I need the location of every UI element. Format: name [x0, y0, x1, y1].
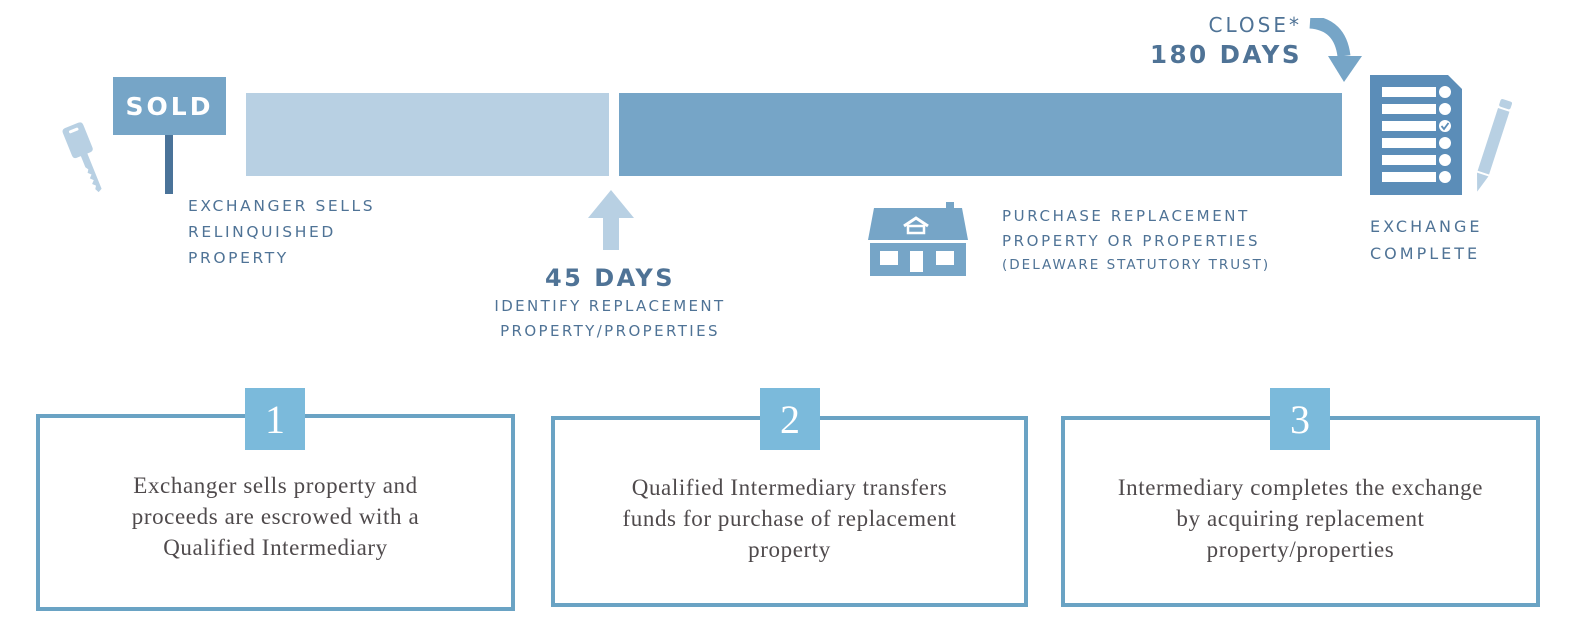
- complete-caption: EXCHANGE COMPLETE: [1370, 213, 1483, 267]
- sold-sign: SOLD: [113, 77, 226, 135]
- milestone-45-days-label: 45 DAYS: [544, 264, 676, 292]
- complete-caption-line: EXCHANGE: [1370, 217, 1483, 236]
- step-description: Intermediary completes the exchange by a…: [1065, 472, 1536, 565]
- step-number-badge-1: 1: [245, 388, 305, 450]
- pencil-icon: [1477, 99, 1512, 192]
- start-caption-line: PROPERTY: [188, 249, 289, 267]
- close-label: CLOSE*: [1208, 13, 1302, 37]
- start-caption-line: EXCHANGER SELLS: [188, 197, 376, 215]
- step-number: 1: [265, 396, 285, 442]
- sold-sign-post: [165, 135, 173, 194]
- step-line: Exchanger sells property and: [133, 473, 418, 498]
- step-line: by acquiring replacement: [1176, 506, 1425, 531]
- start-caption: EXCHANGER SELLS RELINQUISHED PROPERTY: [188, 193, 375, 271]
- purchase-caption-line: (DELAWARE STATUTORY TRUST): [1002, 257, 1271, 273]
- step-description: Qualified Intermediary transfers funds f…: [555, 472, 1024, 565]
- start-caption-line: RELINQUISHED: [188, 223, 336, 241]
- purchase-caption: PURCHASE REPLACEMENT PROPERTY OR PROPERT…: [1002, 204, 1270, 276]
- complete-caption-line: COMPLETE: [1370, 244, 1481, 263]
- identification-period-bar: [246, 93, 609, 176]
- close-milestone: CLOSE* 180 DAYS: [1130, 12, 1302, 72]
- up-arrow-icon: [588, 190, 634, 250]
- step-number: 3: [1290, 396, 1310, 442]
- step-line: Intermediary completes the exchange: [1117, 475, 1484, 500]
- step-number-badge-2: 2: [760, 388, 820, 450]
- step-card-3: Intermediary completes the exchange by a…: [1061, 416, 1540, 607]
- step-line: proceeds are escrowed with a: [131, 504, 420, 529]
- purchase-caption-line: PROPERTY OR PROPERTIES: [1002, 232, 1261, 250]
- purchase-caption-line: PURCHASE REPLACEMENT: [1002, 207, 1250, 225]
- step-description: Exchanger sells property and proceeds ar…: [40, 470, 511, 563]
- house-icon: [868, 202, 968, 276]
- checklist-icon: [1370, 75, 1462, 195]
- step-number-badge-3: 3: [1270, 388, 1330, 450]
- timeline: SOLD EXCHANGER SELLS RELINQUISHED PROPER…: [62, 12, 1512, 344]
- milestone-45-caption-line: IDENTIFY REPLACEMENT: [494, 297, 726, 315]
- milestone-45-days: 45 DAYS IDENTIFY REPLACEMENT PROPERTY/PR…: [470, 262, 750, 344]
- sold-sign-label: SOLD: [125, 91, 214, 121]
- step-line: property/properties: [1206, 537, 1395, 562]
- key-icon: [62, 122, 102, 193]
- step-line: Qualified Intermediary: [163, 535, 388, 560]
- step-line: Qualified Intermediary transfers: [631, 475, 948, 500]
- close-days-label: 180 DAYS: [1149, 40, 1302, 69]
- step-number: 2: [780, 396, 800, 442]
- exchange-period-bar: [619, 93, 1342, 176]
- milestone-45-caption-line: PROPERTY/PROPERTIES: [500, 322, 720, 340]
- step-line: property: [748, 537, 831, 562]
- step-line: funds for purchase of replacement: [622, 506, 957, 531]
- curved-arrow-icon: [1309, 18, 1362, 82]
